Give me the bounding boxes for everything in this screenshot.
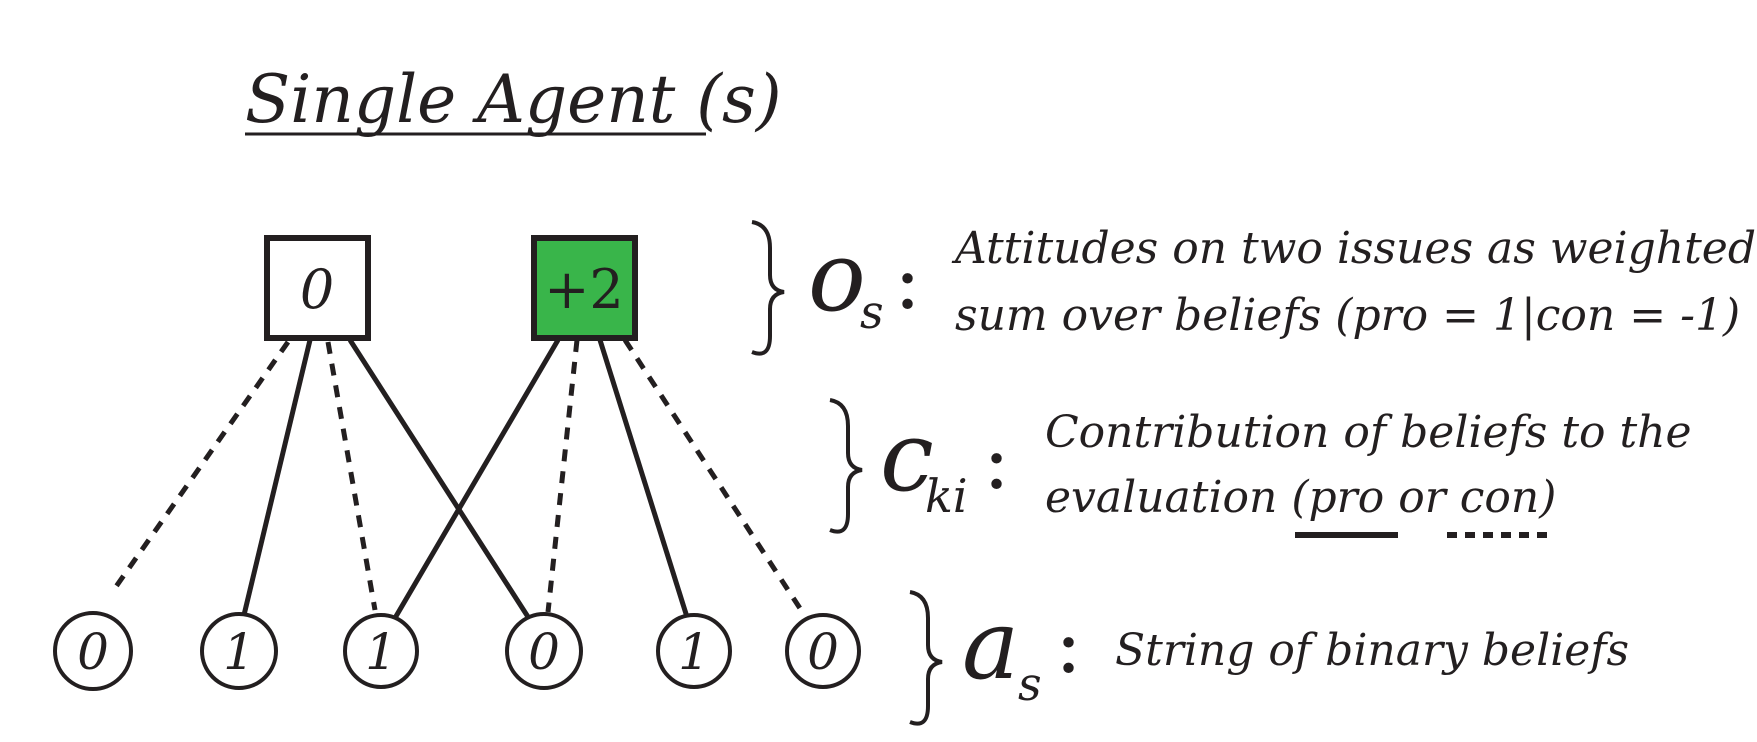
- belief-value: 0: [528, 623, 560, 681]
- legend-pro-label: pro: [1309, 472, 1385, 523]
- legend-colon: :: [894, 234, 921, 327]
- edge-a2-b5-pro: [597, 339, 690, 618]
- brace-icon: [909, 590, 943, 726]
- legend-subscript: s: [860, 285, 884, 339]
- belief-node: 0: [785, 613, 861, 689]
- edge-a1-b4-pro: [347, 338, 533, 622]
- edge-a2-b6-con: [622, 338, 808, 618]
- attitude-node-2: +2: [531, 235, 638, 341]
- brace-icon: [751, 220, 785, 356]
- legend-line-1: String of binary beliefs: [1115, 625, 1629, 676]
- legend-symbol: c: [880, 401, 934, 513]
- belief-node: 1: [343, 613, 419, 689]
- legend-subscript: ki: [925, 469, 968, 523]
- legend-subscript: s: [1018, 657, 1042, 711]
- belief-nodes: 0 1 1 0 1 0: [53, 611, 861, 691]
- legend-symbol: a: [962, 589, 1019, 701]
- belief-node: 0: [53, 611, 133, 691]
- diagram-title: Single Agent (s): [245, 61, 782, 138]
- brace-icon: [829, 398, 863, 534]
- edge-a1-b3-con: [325, 341, 378, 611]
- belief-value: 0: [77, 623, 109, 681]
- edge-a1-b1-con: [112, 340, 291, 590]
- legend-line-2: evaluation (pro or con): [1045, 472, 1556, 523]
- legend-attitudes: o s : Attitudes on two issues as weighte…: [751, 220, 1756, 356]
- edge-a1-b2-pro: [241, 339, 313, 616]
- legend-colon: :: [983, 414, 1010, 507]
- attitude-value: 0: [300, 258, 334, 321]
- belief-node: 0: [505, 612, 583, 690]
- edge-a2-b3-pro: [392, 338, 561, 620]
- attitude-value: +2: [544, 258, 624, 321]
- legend-beliefs: a s : String of binary beliefs: [909, 589, 1629, 726]
- attitude-node-1: 0: [264, 235, 371, 341]
- legend-line-1: Attitudes on two issues as weighted: [951, 223, 1756, 274]
- belief-value: 1: [223, 623, 255, 681]
- legend-colon: :: [1055, 598, 1082, 691]
- legend-con-label: con: [1460, 472, 1539, 523]
- belief-node: 1: [200, 612, 278, 690]
- legend-close-paren: ): [1538, 472, 1556, 523]
- belief-value: 0: [807, 623, 839, 681]
- legend-line-2: sum over beliefs (pro = 1|con = -1): [955, 290, 1740, 341]
- legend-line-2-prefix: evaluation (: [1045, 472, 1309, 523]
- legend-or-label: or: [1384, 472, 1460, 523]
- edge-a2-b4-con: [545, 339, 580, 613]
- legend-contributions: c ki : Contribution of beliefs to the ev…: [829, 398, 1692, 538]
- legend-symbol: o: [808, 221, 866, 333]
- edges: [112, 338, 808, 622]
- legend-line-1: Contribution of beliefs to the: [1045, 407, 1692, 458]
- belief-value: 1: [365, 623, 397, 681]
- belief-node: 1: [656, 613, 732, 689]
- belief-value: 1: [678, 623, 710, 681]
- attitude-box: [264, 235, 371, 341]
- attitude-box: [531, 235, 638, 341]
